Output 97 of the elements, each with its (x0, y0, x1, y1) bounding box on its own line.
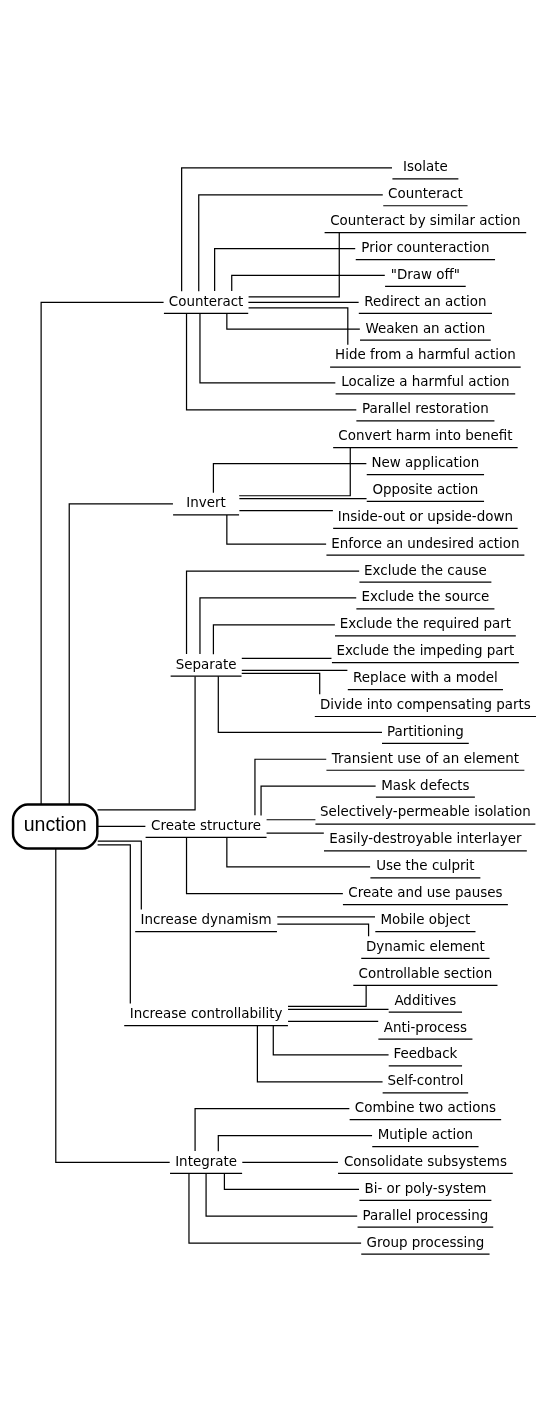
node-text: Transient use of an element (331, 750, 520, 766)
connector (223, 1173, 360, 1190)
node-text: Use the culprit (376, 858, 475, 874)
node-text: Redirect an action (364, 293, 487, 309)
node-text: Weaken an action (365, 320, 486, 336)
node-text: Divide into compensating parts (319, 696, 531, 712)
connector (55, 847, 171, 1164)
connector (241, 672, 321, 695)
connector (265, 819, 317, 821)
connector (97, 840, 142, 911)
connector (265, 832, 325, 834)
connector (226, 514, 327, 545)
node-text: Group processing (366, 1234, 485, 1250)
node-text: Increase dynamism (140, 911, 272, 927)
connector (212, 624, 336, 655)
connector (231, 274, 386, 292)
connector (68, 503, 174, 805)
node-text: Exclude the required part (339, 616, 512, 632)
node-text: Create and use pauses (348, 885, 503, 901)
node-text: Feedback (393, 1046, 458, 1062)
connector (185, 570, 360, 655)
node-text: Exclude the cause (364, 562, 487, 578)
connector (194, 1108, 350, 1152)
node-text: Enforce an undesired action (331, 535, 520, 551)
node-text: Mutiple action (377, 1127, 474, 1143)
node-text: Increase controllability (129, 1006, 283, 1022)
connector (205, 1173, 358, 1217)
connector (199, 312, 336, 384)
connector (248, 307, 349, 346)
node-box: unction (11, 803, 99, 850)
connector (212, 462, 367, 494)
node-text: Combine two actions (354, 1100, 496, 1116)
connector (276, 923, 370, 937)
connector (254, 758, 327, 816)
node-text: Isolate (403, 159, 448, 175)
connector (238, 447, 351, 497)
connector (217, 1135, 373, 1152)
node-text: Localize a harmful action (341, 374, 510, 390)
node-text: Create structure (151, 817, 262, 833)
connector (256, 1025, 384, 1083)
node-text: Partitioning (387, 723, 464, 739)
node-text: Anti-process (383, 1019, 467, 1035)
node-text: Opposite action (372, 481, 479, 497)
connector (260, 785, 377, 817)
node-text: Counteract (168, 293, 244, 309)
connector (40, 301, 165, 805)
connector (96, 675, 196, 811)
node-text: Mobile object (380, 911, 471, 927)
node-text: "Draw off" (390, 266, 461, 282)
connector (188, 1173, 362, 1244)
node-text: Dynamic element (365, 938, 485, 954)
connector (247, 232, 340, 298)
connector (287, 984, 367, 1008)
connector (198, 194, 384, 292)
connector (272, 1025, 390, 1056)
node-text: Controllable section (358, 965, 493, 981)
node-text: Integrate (175, 1153, 237, 1169)
connector (247, 301, 360, 303)
node-text: Counteract (388, 186, 463, 202)
connector (287, 1020, 379, 1022)
node-text: Selectively-permeable isolation (319, 804, 531, 820)
connector (241, 1161, 339, 1164)
connector (226, 836, 371, 868)
node-text: Self-control (387, 1073, 464, 1089)
connector (226, 312, 361, 330)
connector (217, 675, 383, 733)
connector (276, 916, 376, 918)
connector (97, 825, 146, 828)
connector (241, 657, 333, 660)
node-text: New application (371, 454, 480, 470)
connector (214, 247, 356, 292)
node-text: Parallel processing (362, 1207, 489, 1223)
connector (287, 1008, 390, 1010)
connector (96, 844, 131, 1005)
node-text: Consolidate subsystems (343, 1153, 507, 1169)
connector (181, 167, 393, 292)
connector (241, 669, 348, 672)
connector (238, 498, 368, 500)
node-text: Exclude the impeding part (336, 643, 515, 659)
node-text: Invert (186, 495, 226, 511)
node-text: Easily-destroyable interlayer (329, 831, 522, 847)
connector (185, 836, 344, 895)
node-text: Counteract by similar action (330, 213, 521, 229)
node-text: Hide from a harmful action (335, 347, 516, 363)
connector (238, 510, 334, 512)
node-text: Prior counteraction (361, 239, 490, 255)
node-text: Inside-out or upside-down (337, 508, 513, 524)
node-text: Exclude the source (361, 589, 490, 605)
node-text: Convert harm into benefit (338, 428, 513, 444)
node-text: Bi- or poly-system (364, 1180, 487, 1196)
node-text: Parallel restoration (362, 401, 489, 417)
connector (199, 597, 357, 655)
node-text: Additives (394, 992, 457, 1008)
connector (185, 312, 357, 411)
node-text: Mask defects (381, 777, 470, 793)
node-text: Separate (175, 656, 237, 672)
node-text: Replace with a model (353, 670, 498, 686)
